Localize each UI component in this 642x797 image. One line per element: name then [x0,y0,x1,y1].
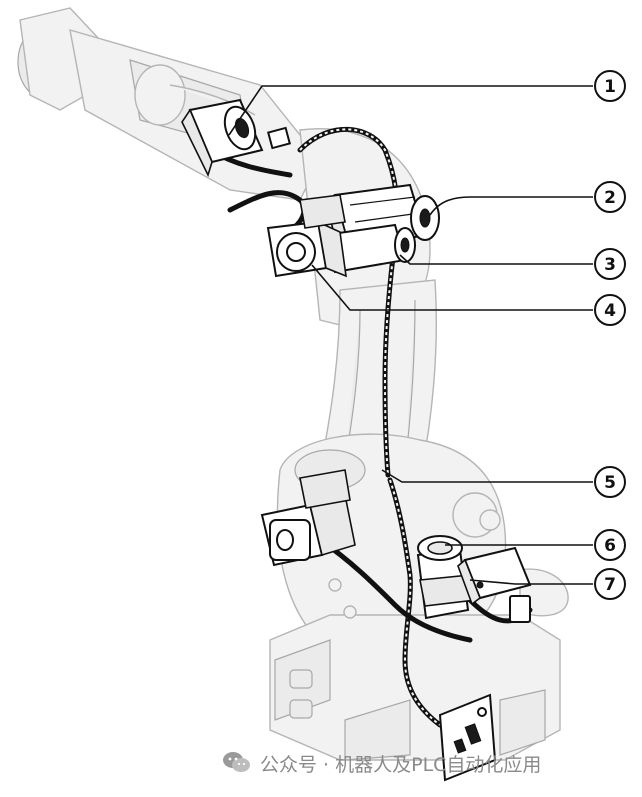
watermark: 公众号 · 机器人及PLC自动化应用 [222,748,541,778]
robot-structure-ghost [17,7,569,761]
callout-3-label: 3 [604,255,616,275]
callout-5: 5 [594,466,626,498]
leader-lines [228,85,593,585]
callout-5-label: 5 [604,473,616,493]
wechat-icon [223,752,250,772]
motor-axis-1 [416,535,476,620]
motor-axis-2 [260,469,356,567]
callout-2: 2 [594,181,626,213]
callout-4-label: 4 [604,301,616,321]
callout-1-label: 1 [604,77,616,97]
callout-1: 1 [594,70,626,102]
callout-4: 4 [594,294,626,326]
callout-6-label: 6 [604,536,616,556]
motor-axis-6 [323,223,416,274]
callout-6: 6 [594,529,626,561]
watermark-text: 公众号 · 机器人及PLC自动化应用 [260,753,542,776]
motor-axis-3 [266,194,347,278]
junction-box [457,546,532,623]
callout-7: 7 [594,568,626,600]
callout-7-label: 7 [604,575,616,595]
connector-panel [438,693,497,782]
callout-3: 3 [594,248,626,280]
motor-axis-4 [181,98,291,178]
callout-2-label: 2 [604,188,616,208]
